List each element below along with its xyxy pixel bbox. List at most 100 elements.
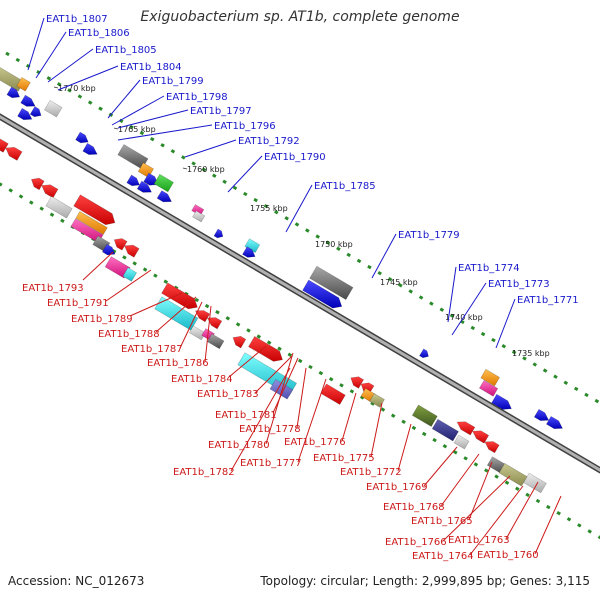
leader-line (227, 155, 263, 193)
leader-line (254, 355, 293, 394)
tick-mark (294, 222, 300, 227)
leader-line (423, 446, 458, 487)
gene-label: EAT1b_1771 (517, 295, 579, 306)
red-gene-feature (124, 244, 140, 258)
leader-line (451, 282, 487, 336)
tick-mark (308, 364, 313, 370)
tick-mark (122, 255, 127, 260)
leader-line (111, 95, 165, 126)
tick-mark (432, 437, 437, 443)
olive-gene-feature (498, 462, 528, 487)
map-title: Exiguobacterium sp. AT1b, complete genom… (140, 9, 460, 25)
gene-label: EAT1b_1807 (46, 14, 108, 25)
tick-mark (387, 277, 393, 282)
leader-line (341, 392, 357, 442)
tick-mark (463, 456, 468, 461)
leader-line (442, 475, 511, 542)
blue-gene-feature (545, 415, 563, 430)
leader-line (447, 266, 457, 323)
leader-line (265, 352, 294, 445)
leader-line (129, 292, 183, 317)
tick-mark (56, 82, 62, 87)
tick-mark (46, 76, 52, 81)
gene-label: EAT1b_1781 (215, 410, 277, 421)
tick-mark (325, 240, 331, 245)
tick-mark (377, 270, 382, 276)
tick-mark (29, 200, 34, 205)
tick-mark (597, 535, 600, 540)
leader-line (107, 79, 141, 119)
tick-mark (225, 316, 231, 321)
gene-label: EAT1b_1769 (366, 482, 428, 493)
grey-gene-feature (206, 333, 225, 350)
leader-line (228, 345, 267, 378)
orange-gene-feature (16, 76, 31, 92)
gene-label: EAT1b_1777 (240, 458, 302, 469)
gene-label: EAT1b_1790 (264, 152, 326, 163)
orange-gene-feature (480, 368, 501, 387)
blue-gene-feature (6, 86, 21, 99)
kbp-tick-label: 1755 kbp (250, 204, 288, 213)
tick-mark (491, 337, 496, 343)
tick-mark (401, 419, 406, 424)
tick-mark (484, 468, 489, 473)
gene-label: EAT1b_1798 (166, 92, 228, 103)
tick-mark (49, 212, 55, 217)
tick-mark (328, 377, 334, 382)
leader-line (468, 461, 493, 521)
leader-line (204, 305, 212, 363)
tick-mark (594, 398, 600, 404)
pink-gene-feature (104, 256, 131, 279)
gene-label: EAT1b_1760 (477, 550, 539, 561)
gene-label: EAT1b_1791 (47, 298, 109, 309)
red-gene-feature (248, 335, 283, 362)
gene-label: EAT1b_1772 (340, 467, 402, 478)
tick-track-top (5, 51, 600, 404)
tick-mark (566, 517, 572, 522)
tick-mark (546, 504, 551, 510)
tick-mark (67, 88, 72, 93)
tick-mark (163, 279, 169, 284)
tick-mark (215, 310, 220, 315)
tick-mark (201, 167, 207, 172)
tick-mark (359, 395, 365, 400)
tick-mark (204, 303, 210, 309)
kbp-tick-label: 1750 kbp (315, 240, 353, 249)
tick-mark (274, 210, 279, 215)
leader-line (495, 298, 516, 349)
red-gene-feature (484, 441, 500, 454)
blue-gene-feature (136, 180, 152, 193)
tick-mark (8, 188, 13, 193)
gene-label: EAT1b_1768 (383, 502, 445, 513)
gene-label: EAT1b_1789 (71, 314, 133, 325)
blue-gene-feature (126, 174, 140, 187)
tick-mark (535, 498, 541, 504)
lightgrey-gene-feature (523, 472, 547, 494)
tick-mark (15, 57, 21, 63)
tick-mark (429, 301, 434, 306)
tick-mark (39, 206, 44, 211)
blue-gene-feature (242, 246, 256, 258)
kbp-tick-mark (182, 167, 188, 170)
gene-label: EAT1b_1804 (120, 62, 182, 73)
leader-line (230, 367, 291, 472)
tick-mark (212, 173, 217, 178)
leader-line (155, 296, 197, 333)
tick-mark (563, 380, 569, 385)
tick-mark (411, 425, 417, 431)
tick-mark (553, 374, 558, 379)
tick-mark (449, 313, 455, 318)
tick-mark (318, 370, 324, 376)
gene-label: EAT1b_1786 (147, 358, 209, 369)
tick-mark (587, 529, 592, 534)
kbp-tick-label: 1760 kbp (187, 165, 225, 174)
blue-gene-feature (101, 243, 116, 256)
tick-mark (256, 334, 262, 339)
lightgrey-gene-feature (188, 325, 206, 341)
tick-mark (542, 368, 548, 373)
gene-label: EAT1b_1766 (385, 537, 447, 548)
tick-mark (263, 203, 269, 209)
tick-mark (511, 350, 517, 355)
